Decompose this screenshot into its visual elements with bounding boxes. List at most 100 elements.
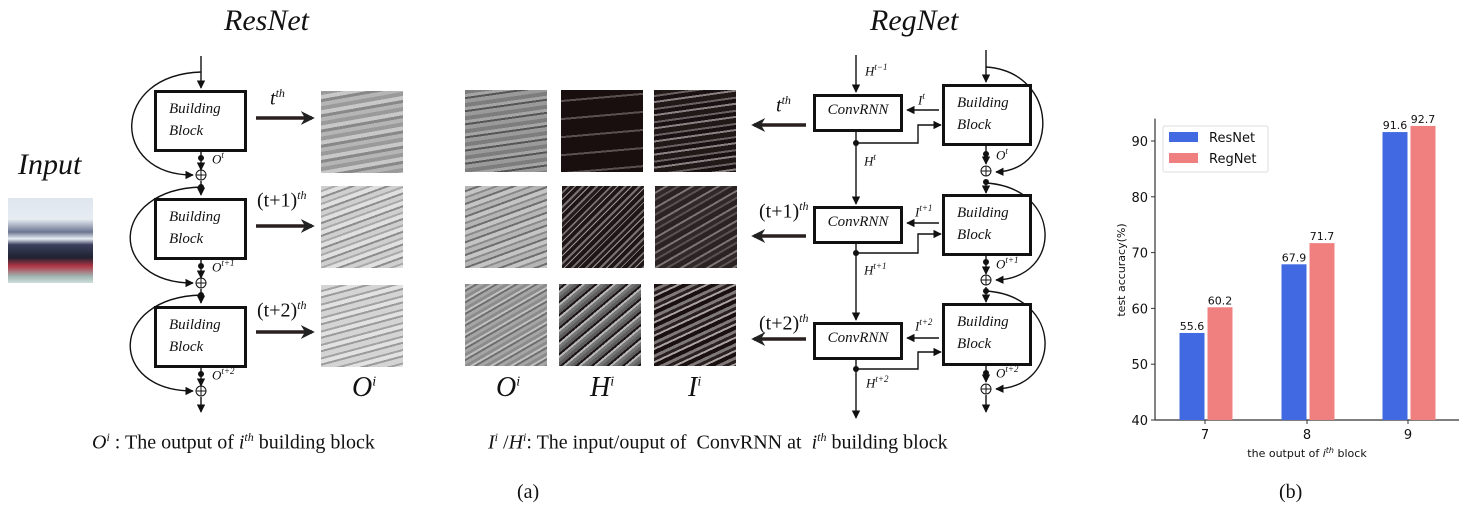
resnet-o-label-3: Ot+2 — [212, 366, 235, 383]
x-axis-label: the output of ith block — [1247, 446, 1367, 460]
caption-symbol: O — [92, 431, 107, 454]
caption-i: i — [811, 431, 818, 454]
legend-label-regnet: RegNet — [1209, 152, 1257, 167]
block-text-2: Block — [957, 117, 992, 133]
caption-text: : The output of — [109, 431, 239, 454]
caption-i-sup: th — [817, 430, 827, 444]
regnet-feature-o-3 — [465, 284, 547, 366]
regnet-o-label-2: Ot+1 — [996, 255, 1019, 272]
block-text-1: Building — [169, 317, 221, 333]
data-label: 91.6 — [1383, 119, 1408, 132]
regnet-feature-col-label-o: Oi — [496, 372, 521, 403]
regnet-h-label-3: Ht+2 — [866, 374, 889, 391]
regnet-lines — [851, 50, 1046, 419]
resnet-title: ResNet — [224, 4, 309, 37]
caption-tail: building block — [253, 431, 375, 454]
x-tick-label: 9 — [1404, 428, 1412, 443]
legend-label-resnet: ResNet — [1209, 131, 1255, 146]
resnet-o-label-2: Ot+1 — [212, 258, 235, 275]
block-text-1: Building — [957, 95, 1009, 111]
convrnn-box-2: ConvRNN — [813, 206, 903, 244]
subfigure-a-label: (a) — [517, 481, 540, 503]
resnet-feature-col-label: Oi — [352, 372, 377, 403]
caption-i: i — [238, 431, 245, 454]
input-label: Input — [18, 148, 82, 181]
regnet-arrow-label-1: tth — [776, 93, 791, 117]
block-text-1: Building — [169, 101, 221, 117]
caption-tail: building block — [826, 431, 948, 454]
data-label: 55.6 — [1180, 320, 1205, 333]
resnet-feature-map-1 — [321, 91, 403, 173]
block-text-1: Building — [957, 205, 1009, 221]
resnet-o-label-1: Ot — [212, 150, 224, 167]
caption-sep: / — [498, 431, 509, 454]
resnet-feature-map-2 — [321, 186, 403, 268]
resnet-junctions — [198, 155, 204, 377]
regnet-h-in-label: Ht−1 — [865, 62, 888, 79]
data-label: 92.7 — [1411, 113, 1436, 126]
bar-regnet-8 — [1309, 243, 1335, 420]
data-label: 67.9 — [1282, 251, 1307, 264]
regnet-h-label-1: Ht — [864, 152, 876, 169]
regnet-i-label-2: It+1 — [915, 203, 933, 220]
bar-resnet-9 — [1382, 132, 1408, 420]
resnet-arrow-label-3: (t+2)th — [257, 298, 307, 322]
caption-i-sup: th — [244, 430, 254, 444]
resnet-caption: Oi : The output of ith building block — [92, 430, 375, 455]
block-text-2: Block — [169, 339, 204, 355]
regnet-output-arrows — [751, 118, 806, 346]
convrnn-box-1: ConvRNN — [813, 94, 903, 132]
regnet-arrow-label-3: (t+2)th — [759, 311, 809, 335]
block-text-2: Block — [957, 336, 992, 352]
bar-resnet-8 — [1281, 264, 1307, 420]
y-axis-label: test accuracy(%) — [1115, 223, 1128, 316]
resnet-arrow-label-2: (t+1)th — [257, 188, 307, 212]
legend-swatch-resnet — [1169, 132, 1198, 142]
block-text-1: Building — [957, 314, 1009, 330]
resnet-arrow-label-1: tth — [270, 86, 285, 110]
y-tick-label: 80 — [1131, 191, 1148, 206]
regnet-feature-i-1 — [654, 90, 736, 172]
data-label: 60.2 — [1208, 294, 1233, 307]
regnet-feature-o-2 — [465, 186, 547, 268]
regnet-feature-col-label-i: Ii — [688, 372, 702, 403]
y-tick-label: 40 — [1131, 414, 1148, 429]
resnet-sum-nodes — [195, 169, 207, 397]
y-tick-label: 60 — [1131, 302, 1148, 317]
regnet-i-label-1: It — [918, 91, 925, 108]
x-tick-label: 8 — [1303, 428, 1311, 443]
regnet-junctions — [853, 140, 989, 376]
block-text-2: Block — [169, 231, 204, 247]
regnet-o-label-1: Ot — [996, 146, 1008, 163]
resnet-feature-map-3 — [321, 285, 403, 367]
regnet-i-label-3: It+2 — [915, 317, 933, 334]
regnet-feature-col-label-h: Hi — [590, 372, 615, 403]
regnet-h-label-2: Ht+1 — [864, 261, 887, 278]
data-label: 71.7 — [1310, 230, 1335, 243]
regnet-feature-h-2 — [562, 186, 644, 268]
regnet-feature-i-3 — [654, 284, 736, 366]
input-image — [8, 198, 93, 283]
regnet-feature-h-3 — [559, 284, 641, 366]
caption-text: : The input/ouput of ConvRNN at — [526, 431, 812, 454]
convrnn-box-3: ConvRNN — [813, 322, 903, 360]
block-text-2: Block — [169, 123, 204, 139]
block-text-1: Building — [169, 209, 221, 225]
x-tick-label: 7 — [1201, 428, 1209, 443]
regnet-feature-i-2 — [655, 186, 737, 268]
caption-symbol-i-sup: i — [494, 430, 499, 444]
regnet-title: RegNet — [870, 4, 959, 37]
subfigure-b-label: (b) — [1279, 481, 1303, 503]
bar-regnet-9 — [1410, 125, 1436, 421]
regnet-arrow-label-2: (t+1)th — [759, 199, 809, 223]
caption-symbol-i: I — [488, 431, 495, 454]
bar-regnet-7 — [1207, 307, 1233, 420]
